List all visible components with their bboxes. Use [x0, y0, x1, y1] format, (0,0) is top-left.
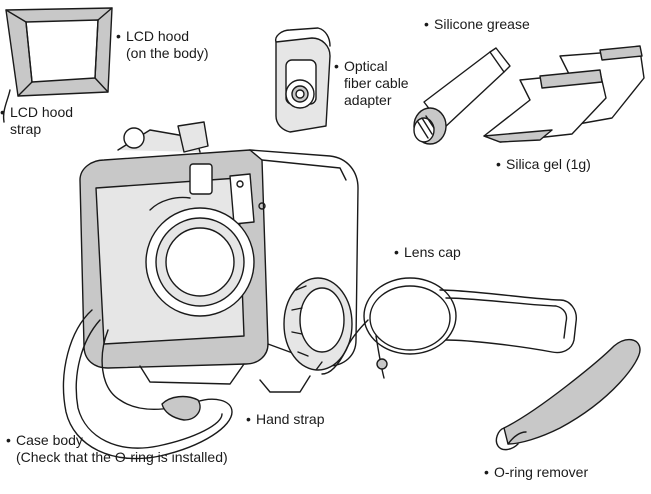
label-lcd-hood-strap-line-2: strap: [10, 121, 42, 137]
label-lcd-hood-strap: • LCD hood strap: [0, 104, 73, 138]
bullet: •: [394, 244, 399, 260]
label-lcd-hood-strap-line-1: LCD hood: [10, 104, 74, 120]
label-lens-cap-text: Lens cap: [404, 244, 461, 260]
label-silica-gel-text: Silica gel (1g): [506, 156, 591, 172]
label-case-body-line-2: (Check that the O-ring is installed): [16, 449, 228, 465]
silica-gel-drawing: [483, 45, 645, 143]
label-optical-adapter-line-1: Optical: [344, 58, 388, 74]
bullet: •: [484, 464, 489, 480]
label-o-ring-remover: • O-ring remover: [484, 464, 588, 481]
label-o-ring-remover-text: O-ring remover: [494, 464, 589, 480]
bullet: •: [0, 104, 5, 120]
bullet: •: [246, 411, 251, 427]
bullet: •: [6, 432, 11, 448]
bullet: •: [424, 16, 429, 32]
label-lcd-hood-line-2: (on the body): [126, 45, 209, 61]
bullet: •: [496, 156, 501, 172]
label-silicone-grease: • Silicone grease: [424, 16, 530, 33]
label-hand-strap-text: Hand strap: [256, 411, 325, 427]
label-silica-gel: • Silica gel (1g): [496, 156, 591, 173]
optical-adapter-drawing: [275, 27, 331, 133]
silicone-grease-drawing: [413, 47, 511, 145]
bullet: •: [116, 28, 121, 44]
label-hand-strap: • Hand strap: [246, 411, 324, 428]
bullet: •: [334, 58, 339, 74]
label-lcd-hood: • LCD hood (on the body): [116, 28, 209, 62]
label-case-body-line-1: Case body: [16, 432, 83, 448]
label-lens-cap: • Lens cap: [394, 244, 461, 261]
lens-cap-drawing: [321, 277, 577, 379]
case-body-drawing: [79, 121, 359, 393]
label-lcd-hood-line-1: LCD hood: [126, 28, 190, 44]
hand-strap-drawing: [62, 309, 233, 460]
label-case-body: • Case body (Check that the O-ring is ins…: [6, 432, 228, 466]
lcd-hood-drawing: [2, 7, 113, 123]
o-ring-remover-drawing: [495, 339, 641, 451]
label-optical-adapter: • Optical fiber cable adapter: [334, 58, 409, 109]
label-silicone-grease-text: Silicone grease: [434, 16, 530, 32]
label-optical-adapter-line-2: fiber cable: [344, 75, 409, 91]
label-optical-adapter-line-3: adapter: [344, 92, 392, 108]
